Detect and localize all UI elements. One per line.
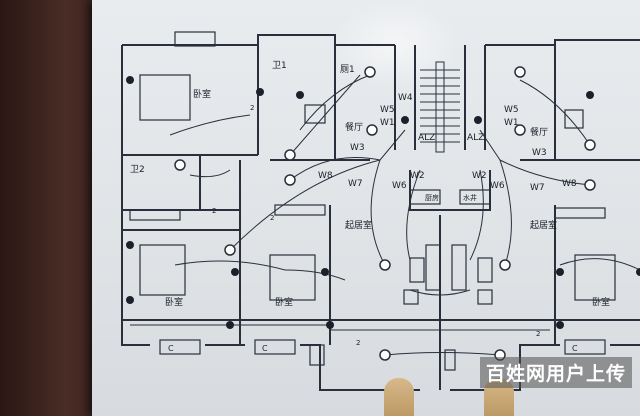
room-label-restaurant: 餐厅 (345, 121, 363, 133)
room-label-toilet: 厕1 (340, 64, 355, 75)
room-label-bathroom-2: 卫2 (130, 165, 145, 175)
room-label-living-room: 起居室 (345, 219, 372, 231)
dark-background (0, 0, 110, 416)
room-label-water-well: 水井 (463, 193, 477, 202)
circuit-label-w8: W8 (562, 179, 577, 189)
room-label-restaurant: 餐厅 (530, 126, 548, 138)
panel-label: ALZ (467, 133, 484, 143)
circuit-label-w1: W1 (380, 118, 395, 128)
wire-count: 2 (536, 330, 540, 338)
panel-label: ALZ (418, 133, 435, 143)
circuit-label-w5: W5 (504, 105, 519, 115)
watermark: 百姓网用户上传 (479, 357, 632, 388)
circuit-label-w8: W8 (318, 171, 333, 181)
room-label-bedroom: 卧室 (275, 296, 293, 308)
window-code: C (168, 344, 174, 353)
circuit-label-w4: W4 (398, 93, 413, 103)
window-code: C (262, 344, 268, 353)
circuit-label-w1: W1 (504, 118, 519, 128)
wire-count: 2 (250, 104, 254, 112)
wire-count: 2 (212, 207, 216, 215)
furniture (129, 31, 616, 371)
circuit-label-w6: W6 (490, 181, 505, 191)
room-label-living-room: 起居室 (530, 219, 557, 231)
outer-wall (485, 39, 640, 46)
junction-nodes (174, 66, 596, 361)
circuit-label-w5: W5 (380, 105, 395, 115)
room-label-kitchen: 厨房 (425, 193, 439, 202)
room-label-bedroom: 卧室 (592, 296, 610, 308)
circuit-label-w9: W2 (410, 171, 425, 181)
circuit-label-w7: W7 (530, 183, 545, 193)
circuit-label-w3: W3 (532, 148, 547, 158)
room-label-bedroom: 卧室 (165, 296, 183, 308)
staircase (420, 61, 460, 153)
finger (384, 378, 414, 416)
circuit-label-w3: W3 (350, 143, 365, 153)
circuit-label-w6: W6 (392, 181, 407, 191)
wire-count: 2 (356, 339, 360, 347)
wire-count: 2 (270, 214, 274, 222)
room-label-bathroom-1: 卫1 (272, 61, 287, 71)
wiring-runs (130, 74, 640, 356)
outer-wall (121, 45, 150, 346)
outer-wall (122, 34, 395, 46)
circuit-label-w2: W2 (472, 171, 487, 181)
window-code: C (572, 344, 578, 353)
room-label-bedroom: 卧室 (193, 88, 211, 100)
circuit-label-w7: W7 (348, 179, 363, 189)
fixtures (126, 76, 640, 329)
